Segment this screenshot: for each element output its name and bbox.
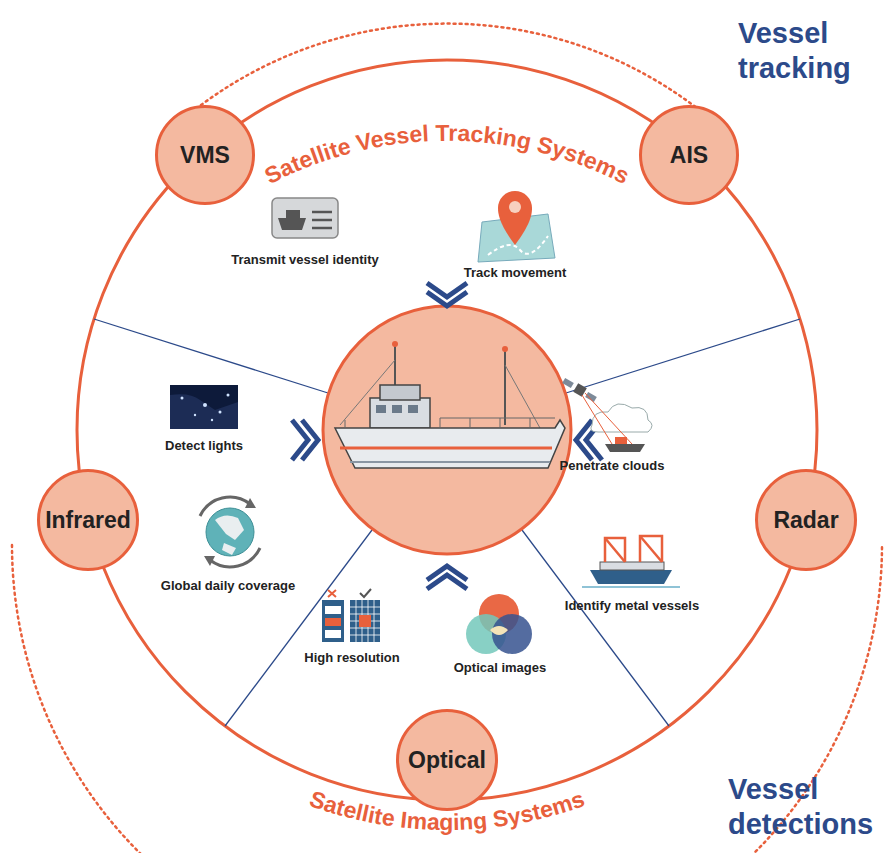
arc-title: Satellite Vessel Tracking Systems	[260, 120, 633, 189]
system-circle: Infrared	[37, 469, 139, 571]
system-name: AIS	[670, 142, 708, 169]
icon-caption: Track movement	[464, 265, 567, 280]
satellite-radar-icon	[562, 378, 652, 452]
icon-caption: High resolution	[304, 650, 399, 665]
center-circle	[323, 306, 571, 554]
arc-title: Satellite Vessel Tracking Systems	[260, 120, 633, 189]
chevrons	[292, 283, 602, 589]
dotted-arc	[12, 545, 882, 853]
icon-caption: Identify metal vessels	[565, 598, 699, 613]
icon-caption: Global daily coverage	[161, 578, 295, 593]
system-name: VMS	[180, 142, 230, 169]
map-pin-icon	[478, 191, 555, 262]
section-heading: Vessel detections	[728, 772, 890, 842]
system-name: Radar	[773, 507, 838, 534]
section-heading: Vessel tracking	[738, 16, 888, 86]
system-circle: AIS	[639, 105, 739, 205]
night-lights-icon	[170, 385, 238, 429]
resolution-icon	[322, 589, 380, 642]
icon-caption: Optical images	[454, 660, 546, 675]
metal-vessel-icon	[582, 536, 680, 587]
icon-caption: Transmit vessel identity	[231, 252, 378, 267]
icon-caption: Detect lights	[165, 438, 243, 453]
id-card-icon	[272, 198, 338, 238]
system-circle: Optical	[396, 709, 498, 811]
icon-caption: Penetrate clouds	[560, 458, 665, 473]
color-venn-icon	[466, 594, 532, 654]
globe-icon	[200, 497, 260, 567]
system-name: Optical	[408, 747, 486, 774]
system-circle: Radar	[755, 469, 857, 571]
system-name: Infrared	[45, 507, 131, 534]
fishing-boat	[335, 341, 565, 468]
outer-ring	[77, 60, 817, 800]
system-circle: VMS	[155, 105, 255, 205]
